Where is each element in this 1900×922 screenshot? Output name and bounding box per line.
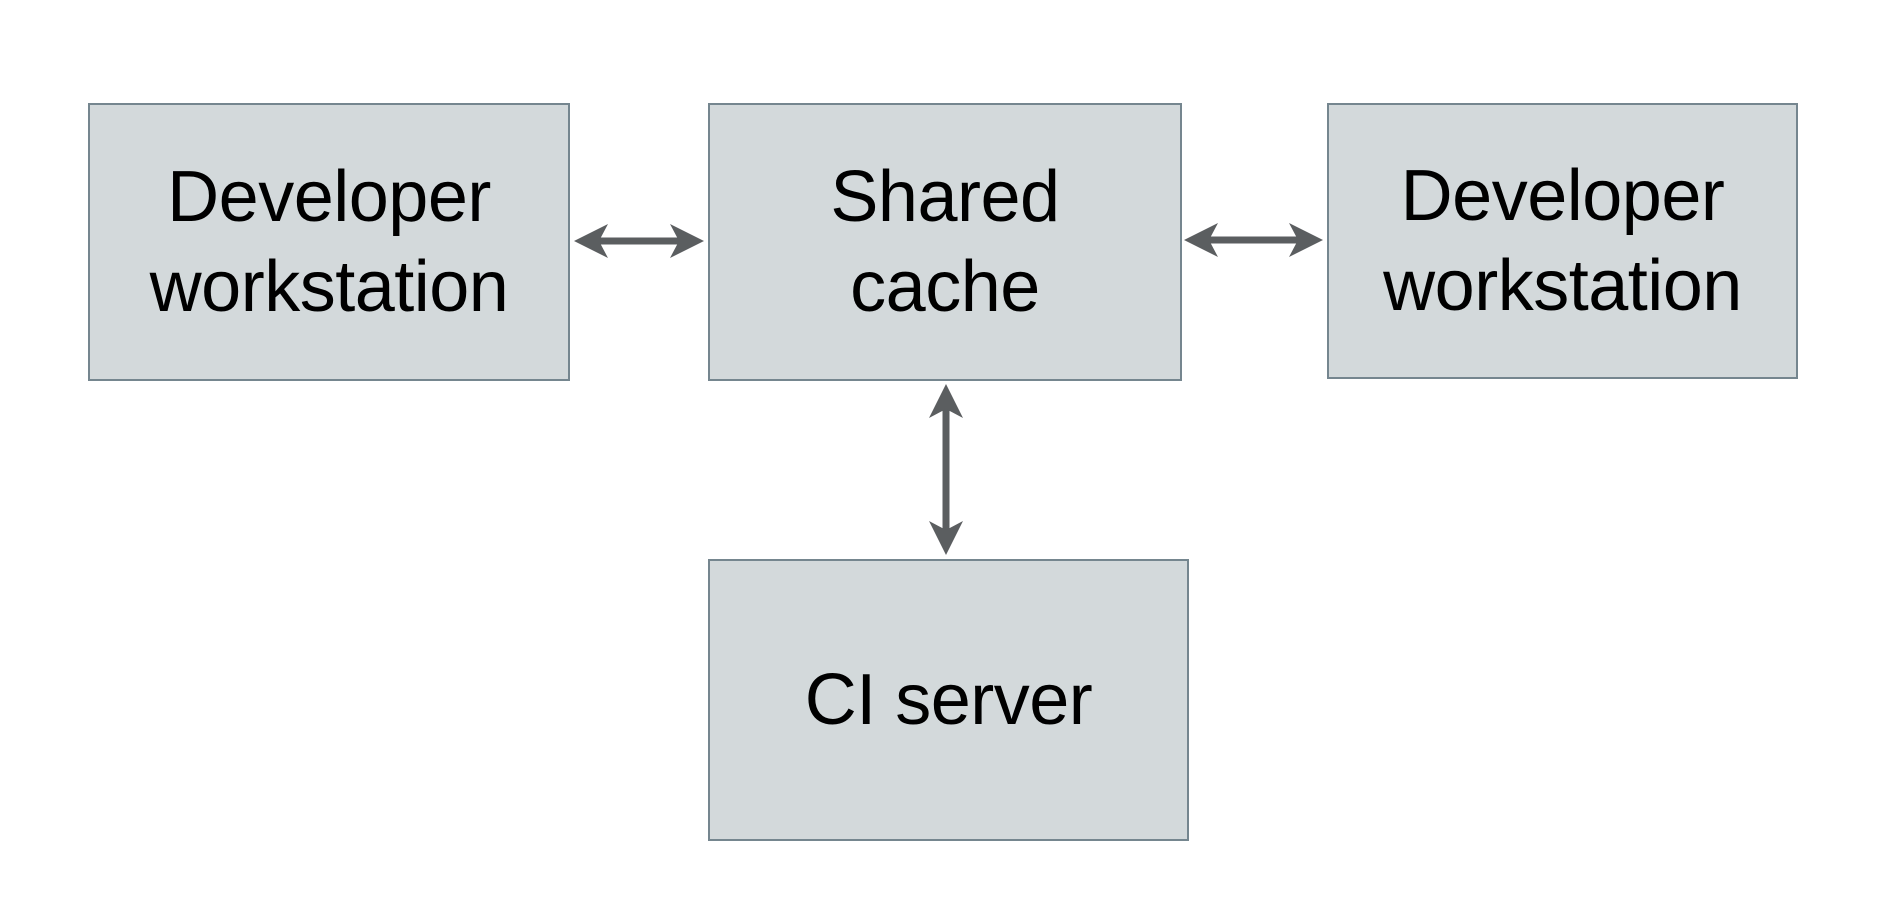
node-shared-cache: Shared cache — [708, 103, 1182, 381]
node-ci-server: CI server — [708, 559, 1189, 841]
node-label-shared-cache: Shared cache — [830, 157, 1060, 327]
node-label-developer-workstation-right: Developer workstation — [1383, 156, 1742, 326]
node-label-ci-server: CI server — [804, 660, 1093, 740]
node-developer-workstation-left: Developer workstation — [88, 103, 570, 381]
bidirectional-arrow-left-workstation-cache — [574, 224, 704, 258]
bidirectional-arrow-cache-ci-server — [929, 384, 963, 555]
node-label-developer-workstation-left: Developer workstation — [149, 157, 509, 327]
node-developer-workstation-right: Developer workstation — [1327, 103, 1798, 379]
bidirectional-arrow-cache-right-workstation — [1184, 223, 1323, 257]
